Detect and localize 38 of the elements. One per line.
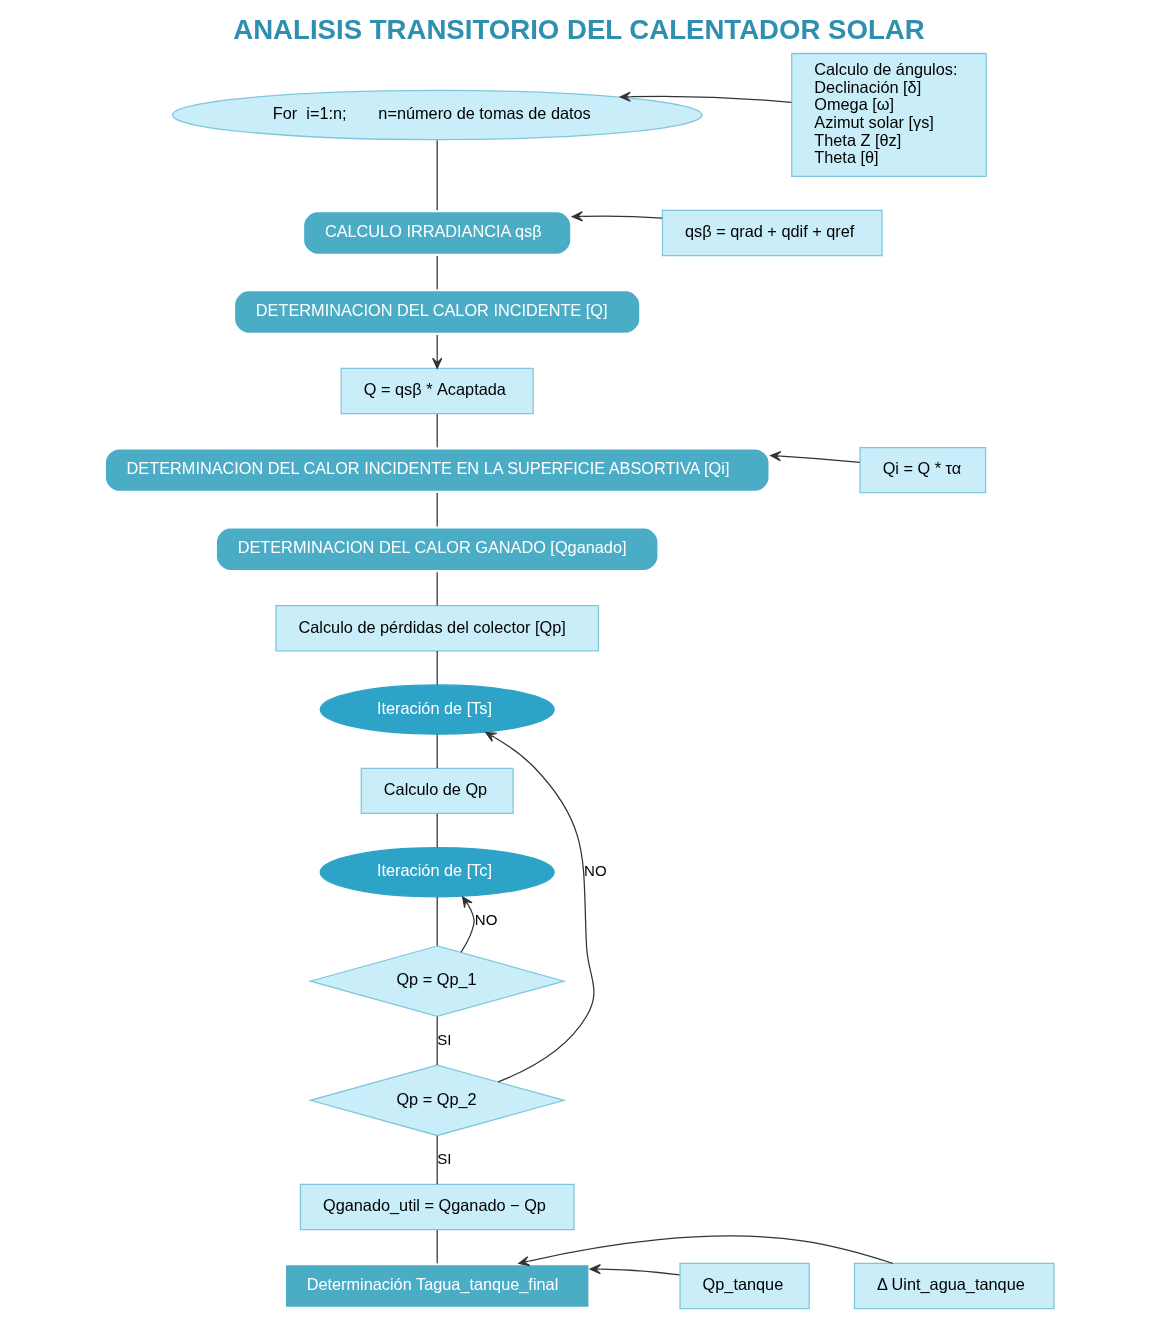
node-box: Qganado_util = Qganado − Qp [299,1183,575,1231]
connector [436,733,438,769]
connector [436,1229,438,1264]
arrow [589,1264,680,1276]
connector [436,1135,438,1185]
node-box: Δ Uint_agua_tanque [853,1262,1055,1310]
connector [436,492,438,528]
node-box: Calculo de ángulos: Declinación [δ] Omega [ω] Azimut solar [γs] Theta Z [θz] Theta [θ] [790,52,987,178]
node-box: Qp_tanque [678,1262,810,1310]
edge-label: SI [436,1030,451,1048]
arrow [769,450,860,464]
connector [436,139,438,211]
connector [436,1016,438,1066]
edge-label: NO [583,862,607,880]
arrow [619,91,792,103]
arrow [459,896,475,953]
connector [436,650,438,686]
arrow [517,1235,894,1267]
node-ellipse: Iteración de [Ts] [319,684,555,735]
node-box: Qi = Q * τα [858,446,986,494]
edge-label: NO [474,911,497,929]
node-box: qsβ = qrad + qdif + qref [661,209,883,257]
connector [436,255,438,290]
node-box: Calculo de pérdidas del colector [Qp] [274,605,599,652]
node-diamond: Qp = Qp_2 [307,1064,566,1137]
connector [436,413,438,448]
connector [436,896,438,947]
connector [436,571,438,607]
diagram-title: ANALISIS TRANSITORIO DEL CALENTADOR SOLAR [232,14,925,46]
connector [436,813,438,848]
node-box: Q = qsβ * Acaptada [340,367,534,415]
arrow [484,731,595,1083]
node-ellipse: Iteración de [Tc] [319,846,555,898]
edge-label: SI [436,1149,451,1167]
arrow [571,211,663,222]
node-diamond: Qp = Qp_1 [307,945,566,1017]
node-box: Calculo de Qp [360,767,514,815]
arrow [431,334,442,369]
